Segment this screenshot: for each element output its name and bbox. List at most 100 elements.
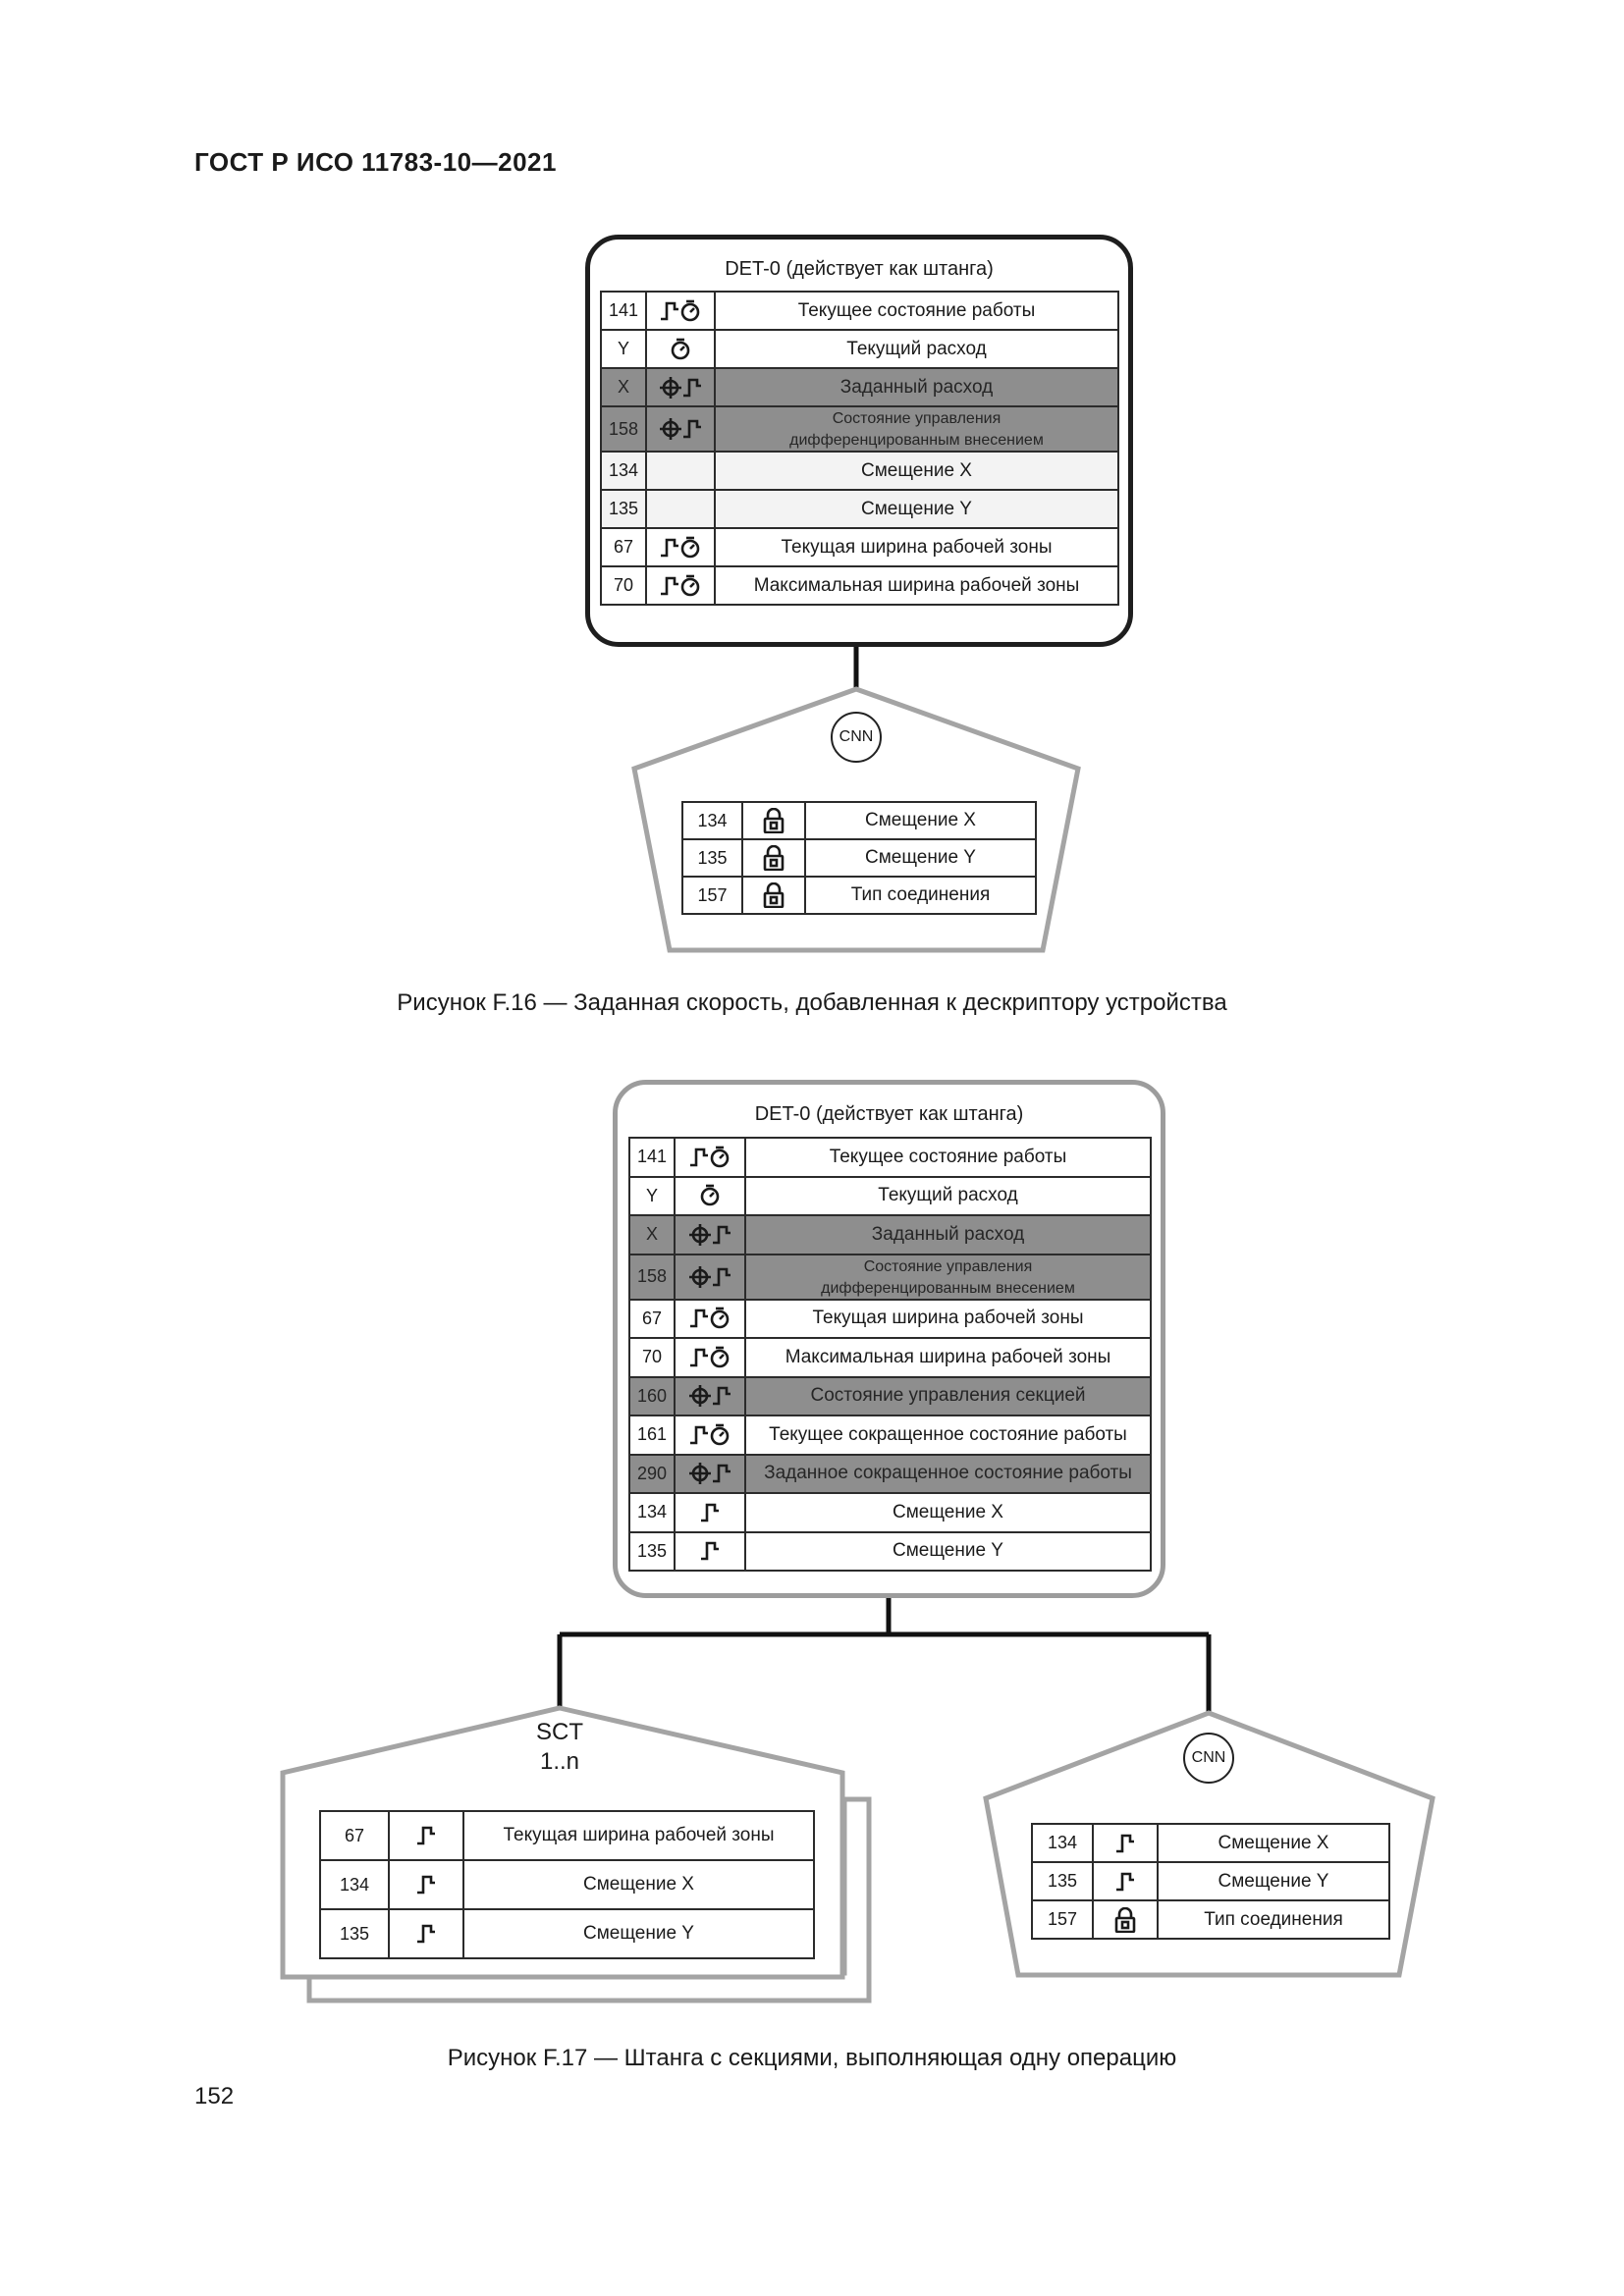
- setpoint-trigger-icon: [689, 1385, 731, 1408]
- trigger-timer-icon: [661, 299, 700, 321]
- fig17-section-label: SCT 1..n: [501, 1718, 619, 1777]
- table-row: 67 Текущая ширина рабочей зоны: [628, 1298, 1152, 1339]
- timer-icon: [710, 1146, 730, 1168]
- param-id: 161: [628, 1415, 676, 1456]
- param-id: 70: [600, 565, 647, 606]
- document-header: ГОСТ Р ИСО 11783-10—2021: [194, 147, 557, 177]
- timer-icon: [710, 1346, 730, 1368]
- param-icons: [388, 1810, 464, 1861]
- trigger-timer-icon: [690, 1346, 730, 1368]
- table-row: 134 Смещение X: [319, 1859, 815, 1910]
- trigger-icon: [701, 1503, 719, 1522]
- table-row: Y Текущий расход: [628, 1175, 1152, 1216]
- param-label: Текущее состояние работы: [714, 291, 1119, 331]
- param-icons: [741, 876, 806, 915]
- trigger-icon: [417, 1924, 435, 1944]
- trigger-icon: [1116, 1872, 1134, 1891]
- param-id: 135: [1031, 1861, 1094, 1901]
- param-label: Смещение Y: [462, 1908, 815, 1959]
- param-id: 135: [600, 489, 647, 529]
- param-label: Смещение Y: [714, 489, 1119, 529]
- timer-icon: [680, 536, 700, 558]
- param-label: Смещение X: [462, 1859, 815, 1910]
- page-number: 152: [194, 2083, 235, 2109]
- param-label: Текущее сокращенное состояние работы: [744, 1415, 1152, 1456]
- fig16-cnn-badge: CNN: [831, 712, 882, 763]
- param-id: 157: [1031, 1899, 1094, 1940]
- param-label: Тип соединения: [804, 876, 1037, 915]
- param-label: Текущее состояние работы: [744, 1137, 1152, 1178]
- param-label: Текущий расход: [744, 1175, 1152, 1216]
- param-icons: [1092, 1899, 1159, 1940]
- trigger-icon: [417, 1875, 435, 1895]
- lock-icon: [1114, 1906, 1136, 1933]
- param-label: Смещение Y: [744, 1530, 1152, 1572]
- param-id: 290: [628, 1453, 676, 1494]
- trigger-timer-icon: [690, 1307, 730, 1329]
- setpoint-trigger-icon: [660, 376, 701, 399]
- trigger-icon: [690, 1425, 708, 1445]
- param-icons: [645, 367, 716, 407]
- param-icons: [741, 801, 806, 840]
- table-row: 135 Смещение Y: [319, 1908, 815, 1959]
- fig17-device-title: DET-0 (действует как штанга): [754, 1103, 1024, 1125]
- trigger-timer-icon: [661, 574, 700, 596]
- table-row: 161 Текущее сокращенное состояние работы: [628, 1415, 1152, 1456]
- lock-icon: [763, 845, 785, 871]
- param-icons: [388, 1908, 464, 1959]
- param-label: Заданный расход: [714, 367, 1119, 407]
- param-icons: [674, 1337, 746, 1378]
- param-id: 134: [319, 1859, 390, 1910]
- param-label: Смещение X: [1157, 1823, 1390, 1863]
- param-id: X: [628, 1214, 676, 1255]
- table-row: 135 Смещение Y: [600, 489, 1119, 529]
- param-label: Текущая ширина рабочей зоны: [744, 1298, 1152, 1339]
- setpoint-trigger-icon: [689, 1463, 731, 1485]
- trigger-icon: [690, 1308, 708, 1328]
- param-id: 135: [681, 838, 743, 878]
- param-icons: [645, 329, 716, 369]
- param-icons: [674, 1253, 746, 1301]
- param-label: Максимальная ширина рабочей зоны: [714, 565, 1119, 606]
- param-id: 160: [628, 1375, 676, 1416]
- param-icons: [645, 527, 716, 567]
- param-id: 67: [628, 1298, 676, 1339]
- trigger-icon: [701, 1541, 719, 1561]
- param-id: 135: [628, 1530, 676, 1572]
- param-id: 158: [628, 1253, 676, 1301]
- setpoint-icon: [689, 1223, 711, 1246]
- trigger-icon: [713, 1464, 731, 1483]
- timer-icon: [680, 574, 700, 596]
- lock-icon: [1114, 1906, 1136, 1933]
- param-icons: [674, 1214, 746, 1255]
- lock-icon: [763, 845, 785, 871]
- trigger-icon: [661, 538, 678, 557]
- trigger-timer-icon: [690, 1423, 730, 1446]
- setpoint-icon: [689, 1265, 711, 1288]
- sct-count: 1..n: [539, 1748, 580, 1775]
- trigger-icon: [713, 1225, 731, 1245]
- trigger-icon: [683, 419, 701, 439]
- param-icons: [674, 1530, 746, 1572]
- param-id: Y: [628, 1175, 676, 1216]
- timer-icon: [700, 1184, 720, 1206]
- param-id: 135: [319, 1908, 390, 1959]
- param-id: 134: [628, 1492, 676, 1533]
- figure-caption-f16: Рисунок F.16 — Заданная скорость, добавл…: [397, 989, 1227, 1016]
- sct-label: SCT: [536, 1719, 583, 1745]
- param-icons: [388, 1859, 464, 1910]
- setpoint-icon: [689, 1463, 711, 1485]
- setpoint-trigger-icon: [689, 1223, 731, 1246]
- param-icons: [674, 1492, 746, 1533]
- lock-icon: [763, 808, 785, 833]
